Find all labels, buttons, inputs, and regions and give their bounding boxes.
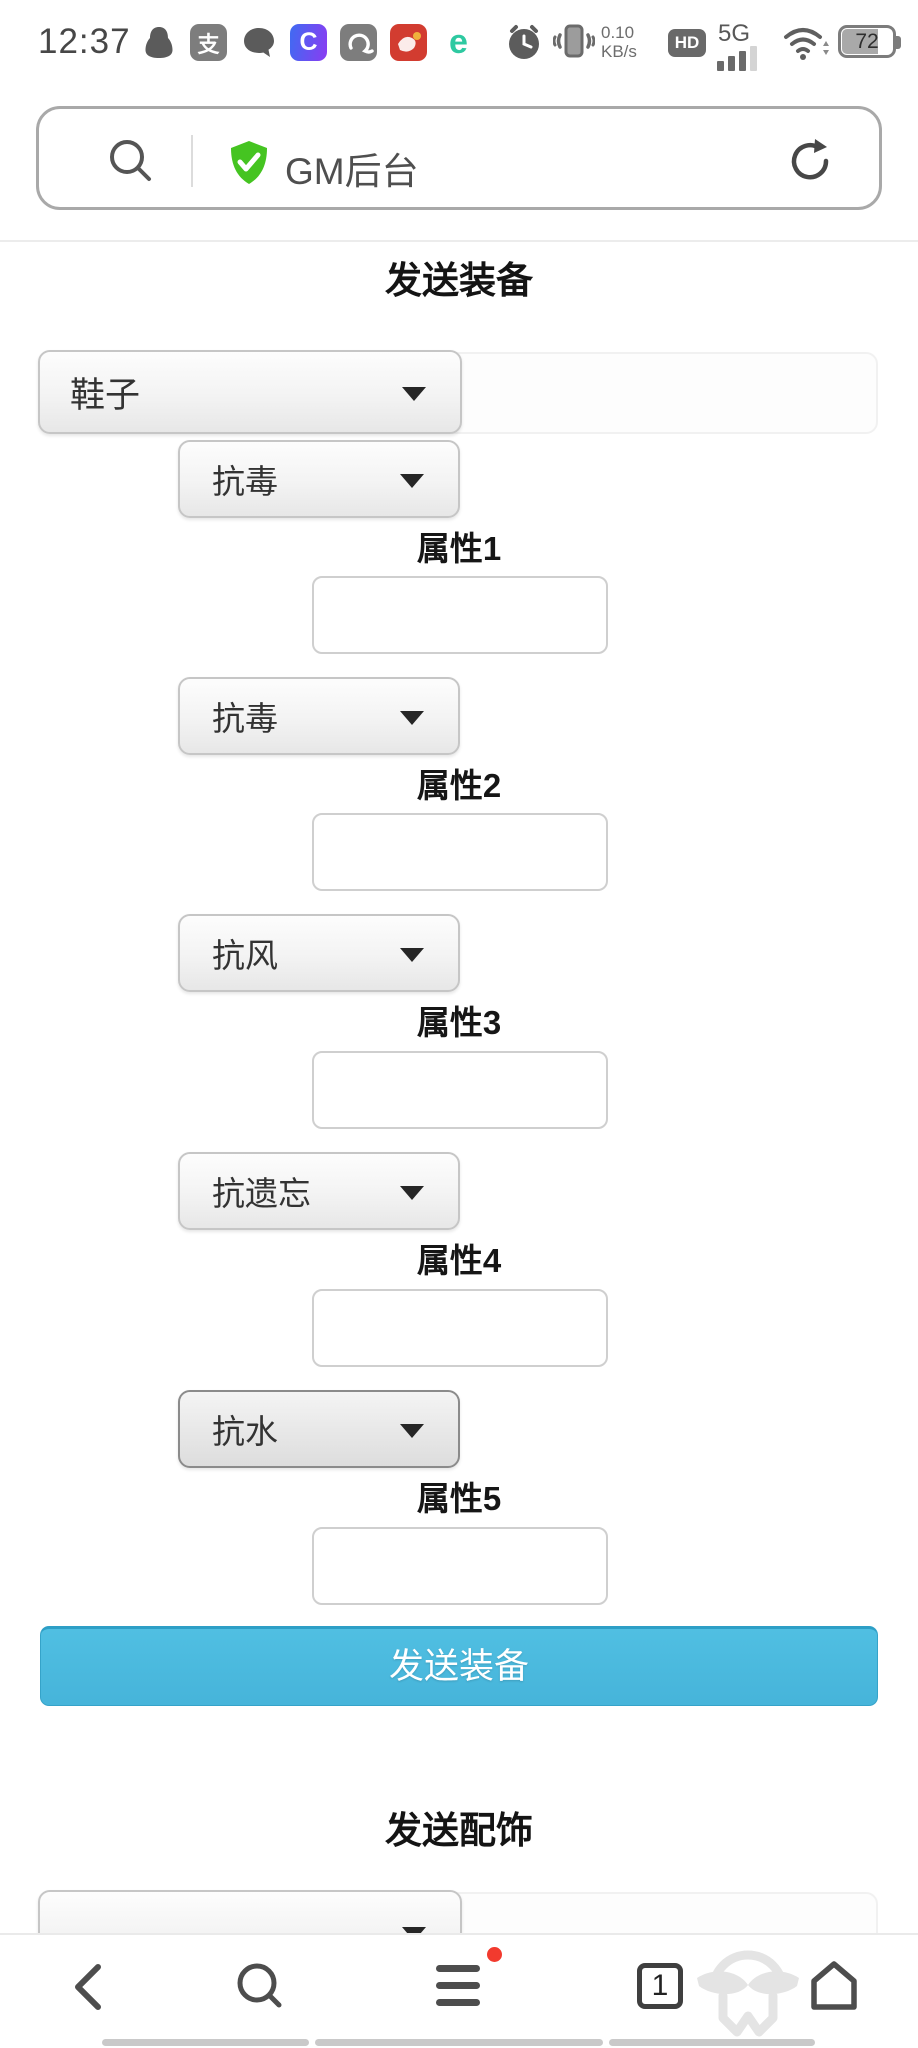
security-shield-icon	[227, 139, 271, 192]
item-type-select[interactable]: 鞋子	[38, 350, 462, 434]
network-speed-unit: KB/s	[601, 42, 637, 61]
clock-time: 12:37	[38, 22, 131, 61]
section-title-accessory: 发送配饰	[385, 1810, 533, 1851]
attribute-5-input[interactable]	[312, 1527, 608, 1605]
attribute-1-select-value: 抗毒	[212, 463, 278, 500]
attribute-1-input[interactable]	[312, 576, 608, 654]
c-app-icon: C	[290, 24, 327, 61]
signal-bars-icon	[717, 46, 757, 71]
chevron-down-icon	[400, 474, 424, 488]
wifi-icon	[782, 23, 832, 68]
network-speed-value: 0.10	[601, 23, 635, 42]
address-bar[interactable]: GM后台	[36, 106, 882, 210]
message-icon	[240, 24, 277, 61]
section-title-equipment: 发送装备	[385, 260, 533, 301]
hd-icon: HD	[668, 29, 706, 57]
battery-level: 72	[855, 29, 879, 53]
home-button[interactable]	[808, 1959, 860, 2018]
site-title: GM后台	[285, 151, 419, 192]
attribute-4-select[interactable]: 抗遗忘	[178, 1152, 460, 1230]
tab-count: 1	[651, 1969, 669, 2002]
attribute-4-label: 属性4	[416, 1242, 502, 1279]
chevron-down-icon	[400, 948, 424, 962]
address-bar-divider	[191, 135, 193, 187]
alarm-clock-icon	[505, 24, 543, 67]
attribute-5-label: 属性5	[416, 1480, 502, 1517]
toolbar-search-button[interactable]	[232, 1959, 288, 2020]
refresh-button[interactable]	[785, 135, 837, 192]
uc-browser-icon	[340, 24, 377, 61]
item-type-value: 鞋子	[70, 375, 141, 415]
back-button[interactable]	[70, 1961, 106, 2018]
gesture-bar-center[interactable]	[315, 2039, 603, 2046]
red-app-icon	[390, 24, 427, 61]
attribute-3-select[interactable]: 抗风	[178, 914, 460, 992]
attribute-3-input[interactable]	[312, 1051, 608, 1129]
attribute-1-label: 属性1	[416, 530, 502, 567]
attribute-4-select-value: 抗遗忘	[212, 1175, 311, 1212]
explorer-icon: e	[449, 23, 468, 61]
attribute-3-select-value: 抗风	[212, 937, 278, 974]
attribute-3-label: 属性3	[416, 1004, 502, 1041]
attribute-5-select[interactable]: 抗水	[178, 1390, 460, 1468]
menu-button[interactable]	[436, 1965, 480, 2006]
send-equipment-button[interactable]: 发送装备	[40, 1626, 878, 1706]
battery-icon: 72	[838, 25, 901, 58]
gesture-bar-right[interactable]	[609, 2039, 815, 2046]
search-icon	[105, 135, 157, 192]
tab-counter[interactable]: 1	[637, 1963, 683, 2009]
notification-dot	[487, 1947, 502, 1962]
attribute-5-select-value: 抗水	[212, 1413, 278, 1450]
vibrate-icon	[552, 22, 596, 67]
qq-icon	[140, 24, 177, 61]
attribute-2-select-value: 抗毒	[212, 700, 278, 737]
chevron-down-icon	[400, 711, 424, 725]
chevron-down-icon	[400, 1424, 424, 1438]
attribute-1-select[interactable]: 抗毒	[178, 440, 460, 518]
network-speed: 0.10 KB/s	[601, 23, 637, 61]
browser-toolbar: 1	[0, 1933, 918, 2048]
alipay-icon: 支	[190, 24, 227, 61]
attribute-4-input[interactable]	[312, 1289, 608, 1367]
ghost-watermark-icon	[692, 1938, 804, 2043]
attribute-2-label: 属性2	[416, 767, 502, 804]
chrome-divider	[0, 240, 918, 242]
attribute-2-input[interactable]	[312, 813, 608, 891]
attribute-2-select[interactable]: 抗毒	[178, 677, 460, 755]
chevron-down-icon	[402, 387, 426, 401]
status-bar: 12:37 支 C e 0.10 KB/s HD 5G	[0, 0, 918, 84]
network-type-label: 5G	[718, 20, 751, 47]
gesture-bar-left[interactable]	[102, 2039, 309, 2046]
chevron-down-icon	[400, 1186, 424, 1200]
